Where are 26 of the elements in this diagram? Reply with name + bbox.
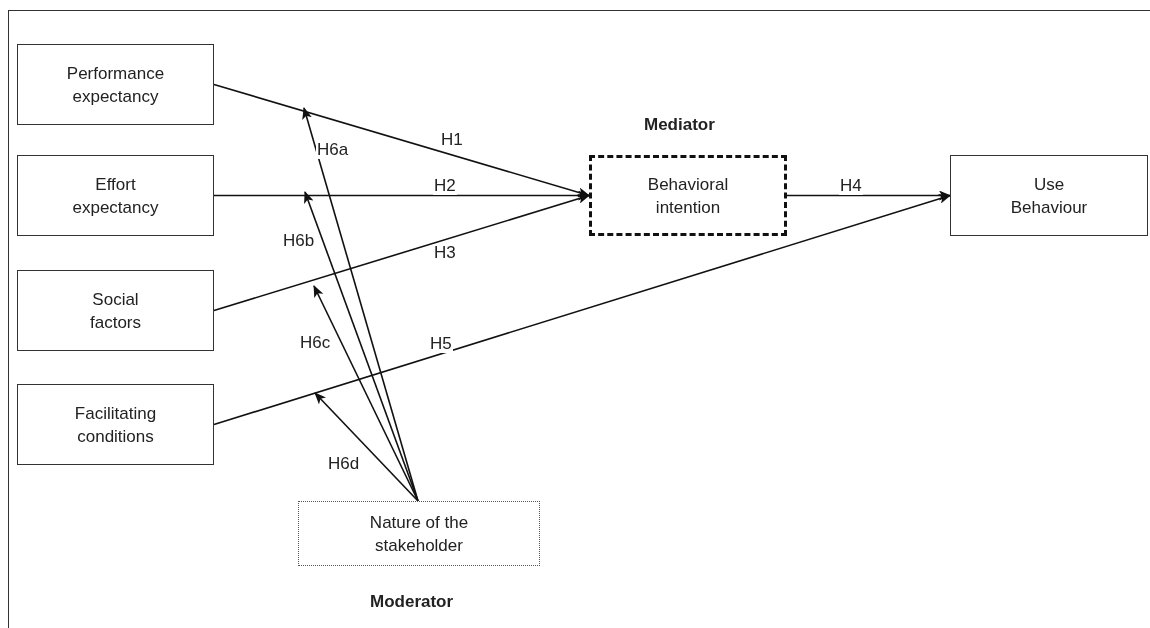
arrow	[313, 285, 419, 502]
edge-label: H6a	[316, 141, 350, 159]
construct-box	[17, 44, 214, 125]
arrow	[213, 83, 590, 198]
node-label: Social factors	[89, 288, 142, 334]
construct-box	[589, 155, 787, 236]
construct-box	[950, 155, 1148, 236]
edge-label: H2	[433, 177, 457, 195]
node-label: Facilitating conditions	[73, 402, 158, 448]
node-label: Effort expectancy	[71, 173, 160, 219]
arrow	[213, 194, 951, 426]
node-label: Use Behaviour	[1009, 173, 1089, 219]
role-heading: Mediator	[644, 115, 715, 135]
construct-box	[17, 270, 214, 351]
edge-label: H5	[429, 335, 453, 353]
node-label: Nature of the stakeholder	[368, 511, 470, 557]
arrow	[213, 193, 590, 312]
node-label: Behavioral intention	[646, 173, 730, 219]
role-heading: Moderator	[370, 592, 454, 612]
node-label: Performance expectancy	[65, 62, 166, 108]
arrow	[786, 190, 951, 201]
arrow	[314, 392, 419, 502]
construct-box	[298, 501, 540, 566]
construct-box	[17, 155, 214, 236]
construct-box	[17, 384, 214, 465]
edge-label: H4	[839, 177, 863, 195]
